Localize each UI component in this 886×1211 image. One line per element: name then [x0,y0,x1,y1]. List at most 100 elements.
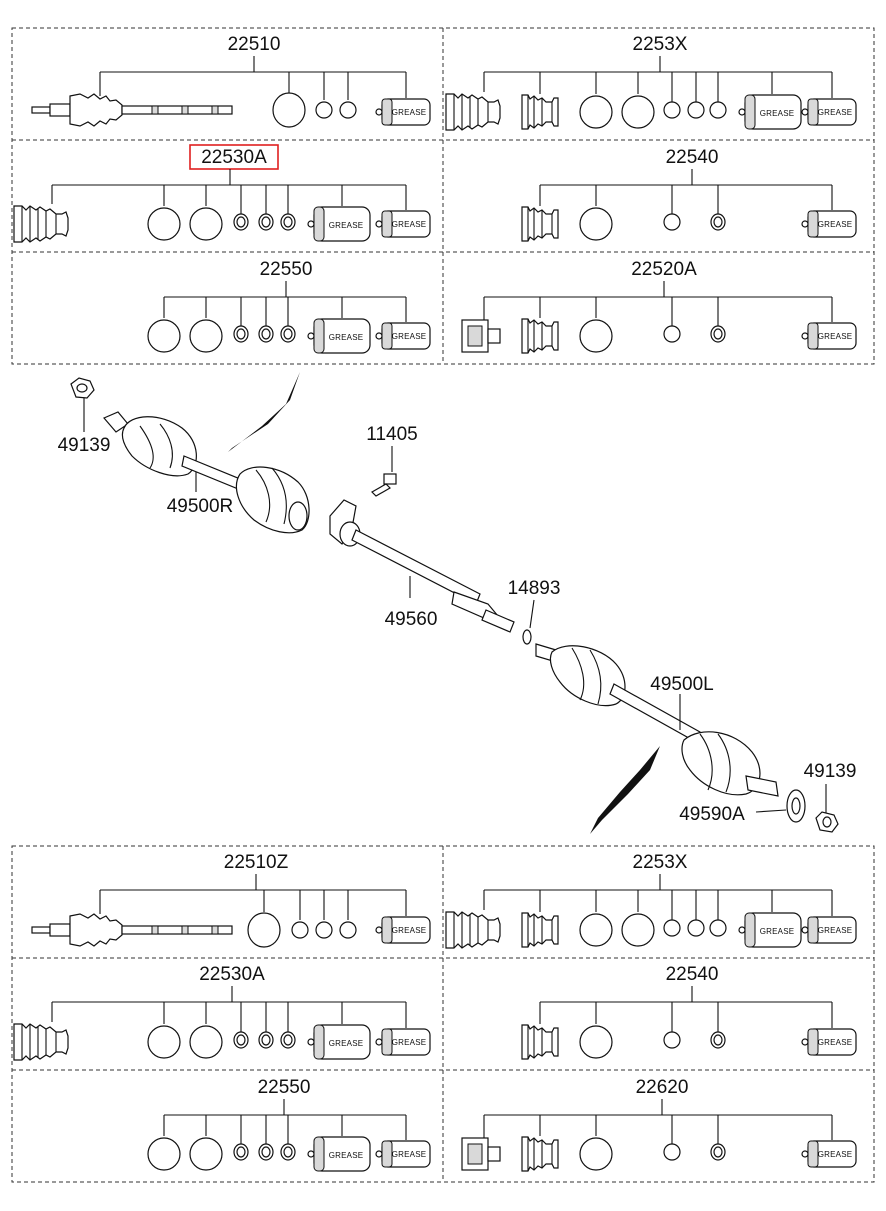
bottom-kit-table: 22510Z GREASE 2253X GREASE GREASE [11,845,875,1183]
grease-label: GREASE [818,1150,853,1159]
clamp-icon [663,919,681,937]
clamp-icon [663,1143,681,1161]
tone-wheel: 49590A [679,789,806,825]
ring-icon [189,207,223,241]
grease-label: GREASE [392,1150,427,1159]
kit-number: 22510Z [224,852,289,873]
bolt: 11405 [366,424,418,497]
clamp-icon [291,921,309,939]
axle-shaft-icon [31,913,233,947]
joint-housing-icon [461,1137,501,1171]
ring-icon [189,1025,223,1059]
kit-number: 2253X [633,852,688,873]
nut-right: 49139 [58,377,111,456]
grease-label: GREASE [760,109,795,118]
clamp-icon [709,101,727,119]
clamp-icon [280,213,296,231]
boot-icon [445,911,501,949]
boot-icon [13,1023,69,1061]
grease-label: GREASE [329,333,364,342]
clamp-icon [280,325,296,343]
kit-number: 22620 [636,1077,689,1098]
kit-22540-cell: 22540 GREASE [521,964,857,1060]
callout-label: 49139 [58,435,111,456]
grease-label: GREASE [392,926,427,935]
grease-label: GREASE [818,108,853,117]
ring-icon [579,913,613,947]
kit-22520a-cell: 22520A GREASE [461,259,857,354]
clamp-icon [258,1031,274,1049]
ring-icon [579,207,613,241]
kit-number: 22530A [201,147,267,168]
boot-icon [521,1136,559,1172]
clamp-icon [710,1143,726,1161]
shaft-right: 49500R [103,411,310,534]
callout-label: 49590A [679,804,745,825]
nut-left: 49139 [804,761,857,833]
ring-icon [579,319,613,353]
clamp-icon [339,101,357,119]
kit-22530a-cell: 22530A GREASE GREASE [13,964,431,1061]
clamp-icon [663,101,681,119]
kit-22550-cell: 22550 GREASE GREASE [147,259,431,354]
intermediate-shaft: 49560 [329,499,515,633]
ring-icon [621,913,655,947]
snap-ring: 14893 [508,578,561,645]
grease-label: GREASE [329,1151,364,1160]
kit-22530a-cell: 22530A GREASE GREASE [13,144,431,243]
clamp-icon [710,325,726,343]
kit-22510-cell: 22510 GREASE [31,34,431,128]
top-kit-table: 22510 GREASE 2253X GREASE GREASE [11,27,875,365]
callout-label: 49500L [650,674,713,695]
boot-icon [521,206,559,242]
clamp-icon [280,1031,296,1049]
kit-22550-cell: 22550 GREASE GREASE [147,1077,431,1172]
grease-label: GREASE [329,1039,364,1048]
clamp-icon [233,213,249,231]
kit-22510z-cell: 22510Z GREASE [31,852,431,948]
kit-number: 22520A [631,259,697,280]
callout-label: 49139 [804,761,857,782]
callout-label: 49560 [385,609,438,630]
ring-icon [189,1137,223,1171]
clamp-icon [339,921,357,939]
grease-label: GREASE [818,220,853,229]
kit-number: 22550 [258,1077,311,1098]
pointer-wedge-bottom [590,746,660,834]
kit-22620-cell: 22620 GREASE [461,1077,857,1172]
boot-icon [521,318,559,354]
clamp-icon [709,919,727,937]
ring-icon [272,92,306,128]
kit-number: 22550 [260,259,313,280]
clamp-icon [258,325,274,343]
callout-label: 14893 [508,578,561,599]
grease-label: GREASE [760,927,795,936]
ring-icon [247,912,281,948]
grease-label: GREASE [392,332,427,341]
clamp-icon [258,213,274,231]
clamp-icon [687,101,705,119]
grease-label: GREASE [818,1038,853,1047]
grease-label: GREASE [392,220,427,229]
pointer-wedge-top [228,372,300,452]
boot-icon [521,1024,559,1060]
clamp-icon [663,213,681,231]
grease-label: GREASE [818,926,853,935]
kit-number: 22540 [666,147,719,168]
highlight-box [189,144,279,170]
grease-label: GREASE [392,108,427,117]
grease-label: GREASE [392,1038,427,1047]
boot-icon [445,93,501,131]
grease-label: GREASE [818,332,853,341]
kit-number: 22530A [199,964,265,985]
shaft-left: 49500L [535,643,779,797]
ring-icon [147,207,181,241]
exploded-driveshaft: 49139 49500R 11405 [58,372,857,834]
ring-icon [579,1025,613,1059]
boot-icon [521,912,559,948]
clamp-icon [663,1031,681,1049]
joint-housing-icon [461,319,501,353]
clamp-icon [233,325,249,343]
clamp-icon [710,213,726,231]
boot-icon [521,94,559,130]
